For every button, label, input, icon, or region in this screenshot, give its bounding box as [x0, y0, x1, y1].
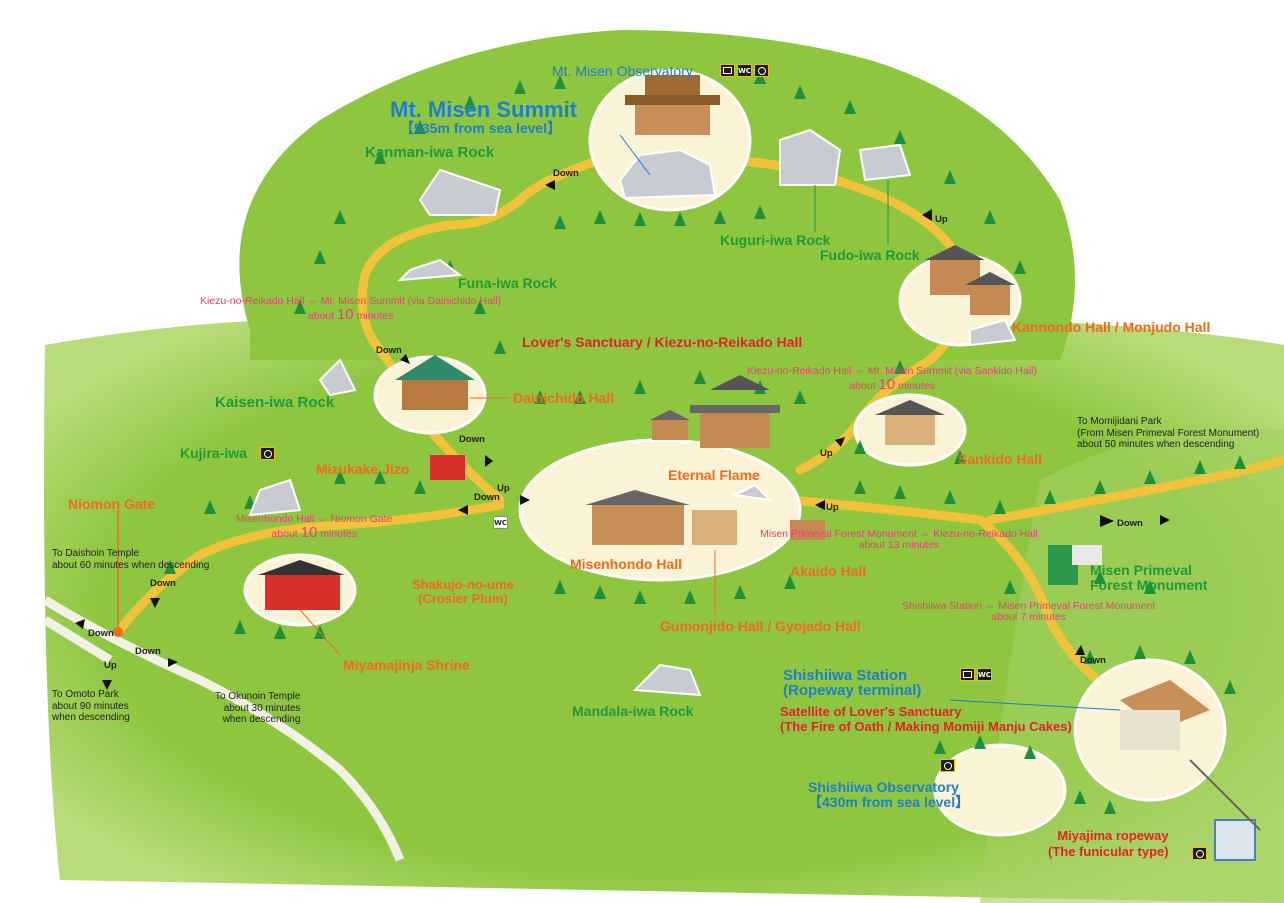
- mizukake-label: Mizukake Jizo: [316, 461, 410, 477]
- wc-icon: WC: [977, 668, 992, 681]
- momijidani-direction: To Momijidani Park (From Misen Primeval …: [1077, 416, 1260, 450]
- summit-elevation: 【535m from sea level】: [400, 120, 562, 136]
- fudo-label: Fudo-iwa Rock: [820, 247, 920, 263]
- viewpoint-icon: [940, 759, 955, 772]
- down-arrow-label: Down: [553, 168, 579, 179]
- up-arrow-label: Up: [935, 214, 948, 225]
- tv-icon: [960, 668, 975, 681]
- viewpoint-icon: [260, 447, 275, 460]
- kaisen-label: Kaisen-iwa Rock: [215, 394, 335, 411]
- observatory-label: Mt. Misen Observatory: [552, 63, 693, 79]
- miyamajinja-label: Miyamajinja Shrine: [343, 657, 470, 673]
- forest-monument-label: Misen Primeval Forest Monument: [1090, 562, 1208, 594]
- misenhondo-label: Misenhondo Hall: [570, 556, 682, 572]
- funa-label: Funa-iwa Rock: [458, 275, 557, 291]
- buildings: [258, 75, 1261, 861]
- sankido-label: Sankido Hall: [958, 451, 1043, 467]
- down-arrow-label: Down: [1117, 518, 1143, 529]
- observatory-icons: WC: [720, 64, 769, 77]
- akaido-label: Akaido Hall: [790, 563, 867, 579]
- summit-title: Mt. Misen Summit: [390, 97, 578, 122]
- viewpoint-icon: [1192, 847, 1207, 860]
- kuguri-label: Kuguri-iwa Rock: [720, 232, 831, 248]
- up-arrow-label: Up: [497, 483, 510, 494]
- trees: [164, 70, 1246, 814]
- route-sankido: Kiezu-no-Reikado Hall ⇔ Mt. Misen Summit…: [747, 365, 1038, 394]
- daishoin-direction: To Daishoin Temple about 60 minutes when…: [52, 548, 210, 571]
- down-arrow-label: Down: [88, 628, 114, 639]
- rocks: [248, 128, 1017, 697]
- gumonjido-label: Gumonjido Hall / Gyojado Hall: [660, 618, 861, 634]
- wc-icon: WC: [737, 64, 752, 77]
- shishiiwa-station-label: Shishiiwa Station (Ropeway terminal): [783, 667, 922, 699]
- up-arrow-label: Up: [104, 660, 117, 671]
- niomon-gate-marker: [113, 627, 123, 637]
- down-arrow-label: Down: [459, 434, 485, 445]
- up-arrow-label: Up: [820, 448, 833, 459]
- tv-icon: [720, 64, 735, 77]
- dainichido-label: Dainichido Hall: [513, 390, 615, 406]
- route-niomon: Misenhondo Hall ⇔ Niomon Gate about 10 m…: [236, 513, 393, 542]
- down-arrow-label: Down: [1080, 655, 1106, 666]
- route-forest: Misen Primeval Forest Monument ⇔ Kiezu-n…: [760, 528, 1038, 552]
- eternal-flame-label: Eternal Flame: [668, 467, 760, 483]
- route-shishiiwa: Shishiiwa Station ⇔ Misen Primeval Fores…: [902, 600, 1156, 624]
- niomon-label: Niomon Gate: [68, 496, 156, 512]
- viewpoint-icon: [754, 64, 769, 77]
- mandala-label: Mandala-iwa Rock: [572, 703, 694, 719]
- lovers-sanctuary-label: Lover's Sanctuary / Kiezu-no-Reikado Hal…: [522, 334, 803, 350]
- white-road-2: [42, 616, 113, 664]
- okunoin-direction: To Okunoin Temple about 30 minutes when …: [215, 691, 301, 725]
- down-arrow-label: Down: [474, 492, 500, 503]
- white-road: [42, 596, 405, 862]
- ropeway-label: Miyajima ropeway (The funicular type): [1048, 828, 1169, 859]
- kannondo-label: Kannondo Hall / Monjudo Hall: [1012, 319, 1211, 335]
- direction-arrows: [75, 180, 1170, 690]
- satellite-label: Satellite of Lover's Sanctuary (The Fire…: [780, 704, 1072, 734]
- omoto-direction: To Omoto Park about 90 minutes when desc…: [52, 689, 130, 723]
- shishiiwa-observatory-label: Shishiiwa Observatory 【430m from sea lev…: [808, 779, 970, 810]
- kujira-label: Kujira-iwa: [180, 445, 247, 461]
- down-arrow-label: Down: [135, 646, 161, 657]
- down-arrow-label: Down: [150, 578, 176, 589]
- wc-icon: WC: [493, 516, 508, 529]
- up-arrow-label: Up: [826, 502, 839, 513]
- kanman-label: Kanman-iwa Rock: [365, 144, 495, 161]
- shakujo-label: Shakujo-no-ume (Crosier Plum): [412, 577, 514, 607]
- down-arrow-label: Down: [376, 345, 402, 356]
- route-dainichido: Kiezu-no-Reikado Hall ⇔ Mr. Misen Summit…: [200, 295, 502, 324]
